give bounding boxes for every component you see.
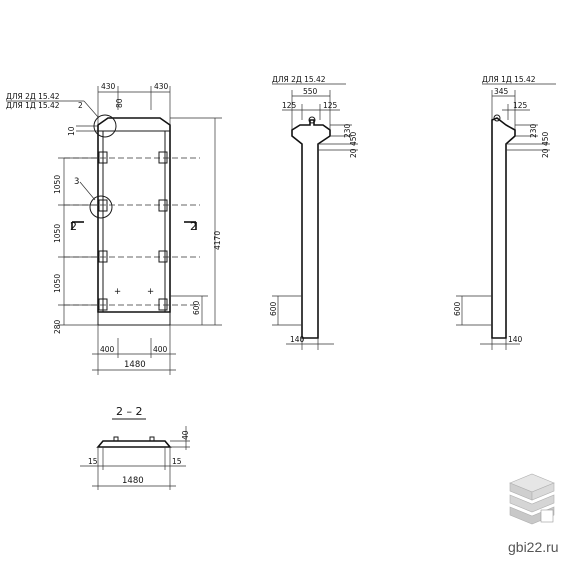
- side-2d-width: 550: [303, 87, 318, 96]
- watermark: gbi22.ru: [508, 473, 559, 555]
- section-dim40: 40: [181, 430, 190, 440]
- section-mark-right: 2: [190, 220, 197, 233]
- overall-width: 1480: [124, 360, 146, 370]
- dim-10: 10: [67, 126, 76, 136]
- section-dim15-right: 15: [172, 457, 182, 466]
- side-2d-dim230: 230: [343, 123, 352, 138]
- side-2d-title: ДЛЯ 2Д 15.42: [272, 75, 326, 84]
- side-1d-dim600: 600: [453, 301, 462, 316]
- side-1d-title: ДЛЯ 1Д 15.42: [482, 75, 536, 84]
- side-1d-dim125: 125: [513, 101, 528, 110]
- bottom-dim-right: 400: [153, 345, 168, 354]
- section-title: 2 – 2: [116, 405, 143, 418]
- left-dim-3: 1050: [53, 274, 62, 293]
- dim-80: 80: [115, 98, 124, 108]
- side-1d-dim450: 450: [541, 131, 550, 146]
- watermark-site: gbi22.ru: [508, 539, 559, 555]
- section-2-2: 2 – 2 40 15 15 1480: [80, 405, 190, 490]
- side-2d-dim20: 20: [349, 148, 358, 158]
- left-dim-2: 1050: [53, 224, 62, 243]
- section-mark-left: 2: [70, 220, 77, 233]
- section-width: 1480: [122, 476, 144, 486]
- side-1d-dim230: 230: [529, 123, 538, 138]
- left-dim-4: 280: [53, 319, 62, 334]
- side-1d-dim20: 20: [541, 148, 550, 158]
- callout-number: 2: [78, 101, 83, 110]
- section-dim15-left: 15: [88, 457, 98, 466]
- svg-text:+: +: [114, 287, 121, 297]
- stack-logo-icon: [509, 473, 555, 525]
- side-2d-dim140: 140: [290, 335, 305, 344]
- overall-height: 4170: [213, 231, 222, 250]
- side-1d-dim140: 140: [508, 335, 523, 344]
- side-view-2d: ДЛЯ 2Д 15.42 550 125 125 230 450 20 600 …: [269, 75, 358, 350]
- side-2d-dim450: 450: [349, 131, 358, 146]
- dim-600: 600: [192, 300, 201, 315]
- top-dim-left: 430: [101, 82, 116, 91]
- top-dim-right: 430: [154, 82, 169, 91]
- side-2d-dim125-right: 125: [323, 101, 338, 110]
- svg-text:+: +: [147, 287, 154, 297]
- side-2d-dim600: 600: [269, 301, 278, 316]
- front-view: ДЛЯ 2Д 15.42 ДЛЯ 1Д 15.42 2 430 430 80 1…: [6, 82, 222, 375]
- callout-2d: ДЛЯ 2Д 15.42: [6, 92, 60, 101]
- callout-1d: ДЛЯ 1Д 15.42: [6, 101, 60, 110]
- detail-number: 3: [74, 177, 79, 187]
- side-2d-dim125-left: 125: [282, 101, 297, 110]
- side-view-1d: ДЛЯ 1Д 15.42 345 125 230 450 20 600 140: [453, 75, 556, 350]
- side-1d-width: 345: [494, 87, 509, 96]
- left-dim-1: 1050: [53, 175, 62, 194]
- bottom-dim-left: 400: [100, 345, 115, 354]
